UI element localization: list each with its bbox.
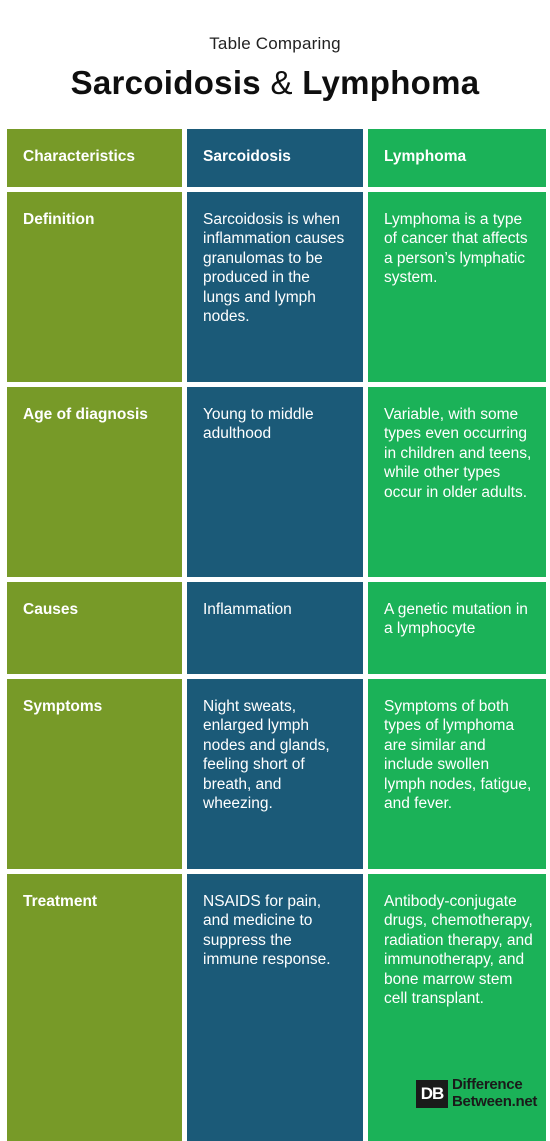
- column-header-characteristics: Characteristics: [7, 129, 182, 187]
- lymphoma-cell: A genetic mutation in a lymphocyte: [368, 582, 546, 674]
- row-label: Causes: [7, 582, 182, 674]
- table-header-row: Characteristics Sarcoidosis Lymphoma: [0, 129, 550, 187]
- page-subtitle: Table Comparing: [209, 34, 341, 53]
- brand-line-2: Between.net: [452, 1093, 538, 1110]
- row-label: Definition: [7, 192, 182, 382]
- sarcoidosis-cell: NSAIDS for pain, and medicine to suppres…: [187, 874, 363, 1141]
- page-title: Sarcoidosis & Lymphoma: [0, 64, 550, 102]
- lymphoma-cell: Antibody-conjugate drugs, chemotherapy, …: [368, 874, 546, 1141]
- table-row: Age of diagnosis Young to middle adultho…: [0, 387, 550, 577]
- table-row: Definition Sarcoidosis is when inflammat…: [0, 192, 550, 382]
- row-label: Age of diagnosis: [7, 387, 182, 577]
- sarcoidosis-cell: Night sweats, enlarged lymph nodes and g…: [187, 679, 363, 869]
- lymphoma-cell: Variable, with some types even occurring…: [368, 387, 546, 577]
- sarcoidosis-cell: Sarcoidosis is when inflammation causes …: [187, 192, 363, 382]
- column-header-lymphoma: Lymphoma: [368, 129, 546, 187]
- brand-watermark: DB Difference Between.net: [416, 1077, 544, 1111]
- table-row: Treatment NSAIDS for pain, and medicine …: [0, 874, 550, 1141]
- row-label: Symptoms: [7, 679, 182, 869]
- comparison-table: Characteristics Sarcoidosis Lymphoma Def…: [0, 129, 550, 1141]
- title-ampersand: &: [270, 64, 293, 101]
- table-row: Causes Inflammation A genetic mutation i…: [0, 582, 550, 674]
- brand-line-1: Difference: [452, 1076, 523, 1093]
- row-label: Treatment: [7, 874, 182, 1141]
- brand-logo-icon: DB: [416, 1080, 448, 1108]
- header: Table Comparing Sarcoidosis & Lymphoma: [0, 0, 550, 128]
- sarcoidosis-cell: Young to middle adulthood: [187, 387, 363, 577]
- title-right: Lymphoma: [302, 64, 480, 101]
- sarcoidosis-cell: Inflammation: [187, 582, 363, 674]
- lymphoma-cell: Lymphoma is a type of cancer that affect…: [368, 192, 546, 382]
- table-row: Symptoms Night sweats, enlarged lymph no…: [0, 679, 550, 869]
- column-header-sarcoidosis: Sarcoidosis: [187, 129, 363, 187]
- lymphoma-cell: Symptoms of both types of lymphoma are s…: [368, 679, 546, 869]
- title-left: Sarcoidosis: [70, 64, 261, 101]
